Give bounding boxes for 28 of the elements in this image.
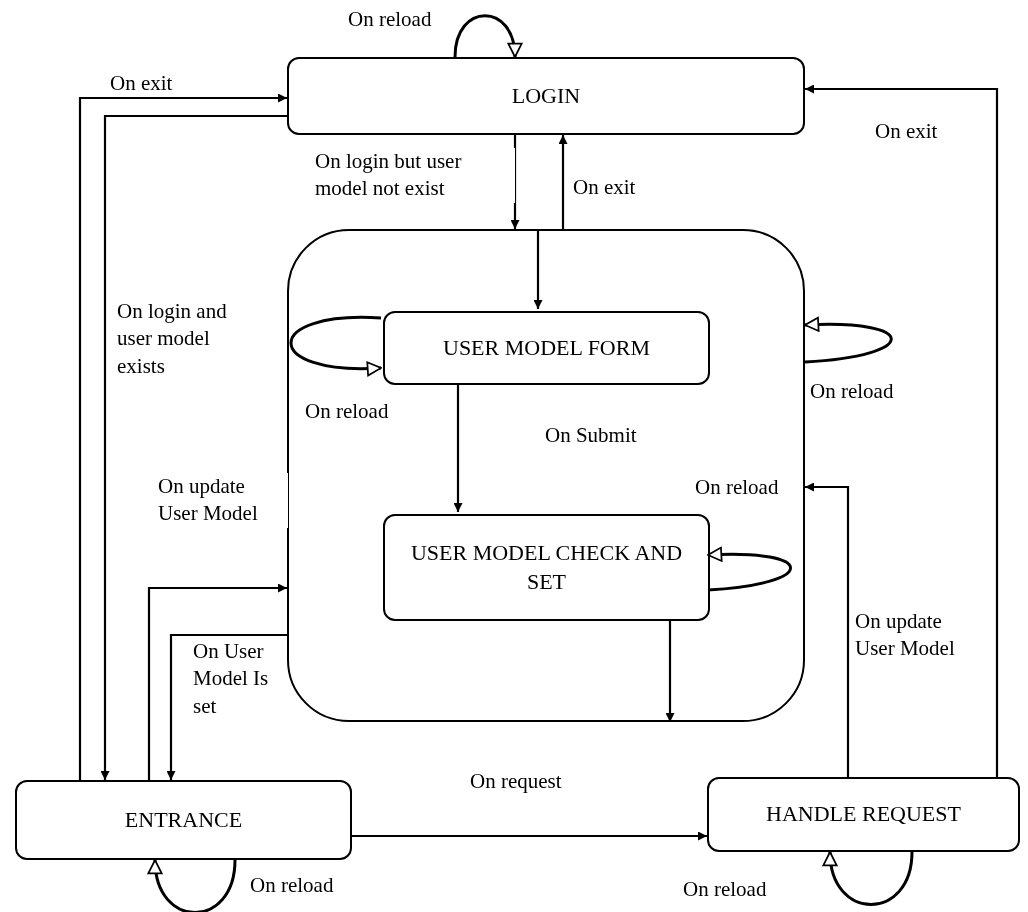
self-loop-arrow — [804, 317, 893, 364]
self-loop-arrow — [148, 859, 237, 912]
state-box — [287, 57, 805, 135]
state-name: LOGIN — [510, 81, 582, 110]
state-name: USER MODEL FORM — [442, 333, 651, 362]
arrow — [665, 619, 675, 722]
edge-label: On update User Model — [158, 473, 288, 528]
self-loop-arrow — [823, 851, 914, 906]
edge-label: On login but user model not exist — [315, 148, 515, 203]
state-name: ENTRANCE — [123, 805, 244, 834]
arrow — [166, 633, 287, 780]
state-box — [383, 311, 710, 385]
arrow — [805, 482, 850, 777]
self-loop-arrow — [290, 315, 382, 376]
self-loop-arrow — [707, 547, 792, 592]
state-box — [15, 780, 352, 860]
arrow — [352, 831, 707, 841]
arrow — [147, 583, 287, 780]
arrow — [805, 84, 999, 777]
state-box — [383, 514, 710, 621]
state-name: USER MODEL CHECK AND SET — [409, 538, 684, 596]
arrow — [558, 135, 568, 229]
arrow — [510, 135, 520, 229]
self-loop-arrow — [453, 14, 522, 58]
arrow — [453, 383, 463, 512]
arrow — [533, 229, 543, 309]
state-box — [707, 777, 1020, 852]
state-name: HANDLE REQUEST — [765, 800, 962, 829]
